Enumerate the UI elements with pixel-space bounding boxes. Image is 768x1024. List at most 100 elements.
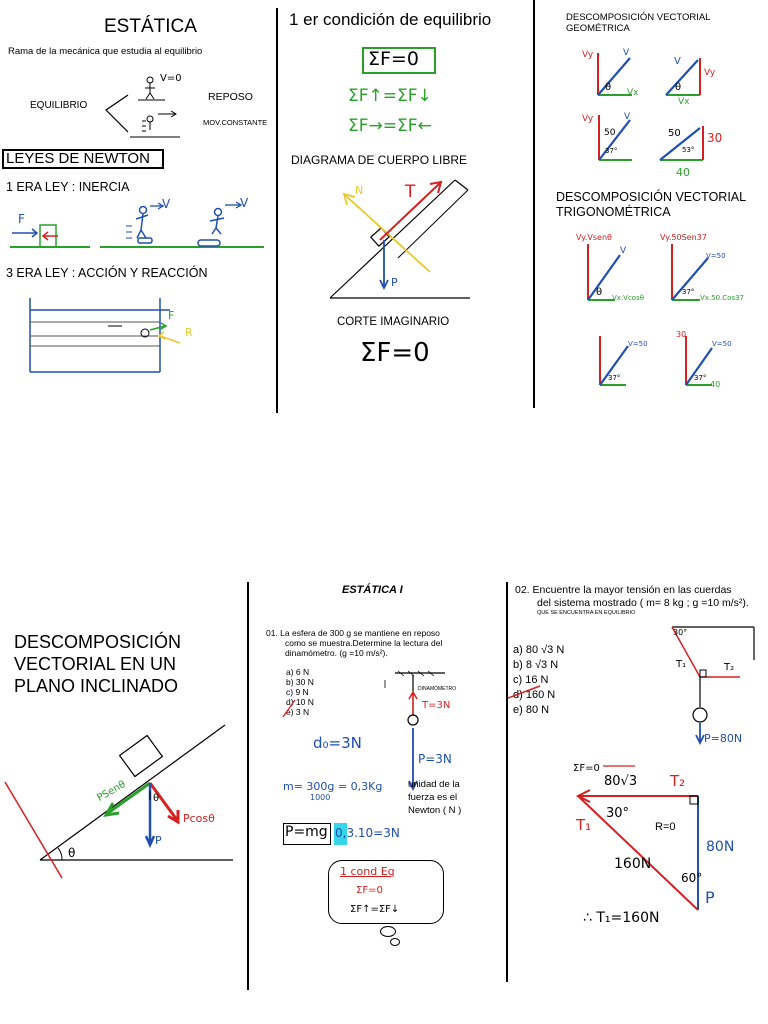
q1-opt-e: e) 3 N — [286, 707, 310, 717]
q2-l3: QUE SE ENCUENTRA EN EQUILIBRIO — [537, 610, 636, 616]
q1-m-eq: m= 300g = 0,3Kg — [283, 780, 383, 793]
ley-3: 3 ERA LEY : ACCIÓN Y REACCIÓN — [6, 266, 208, 280]
cond-eq: 1 cond Eq — [340, 865, 395, 878]
geo-vx-a: Vx — [627, 88, 639, 98]
inercia-v2: V — [240, 196, 249, 210]
dcl-p: P — [391, 276, 398, 289]
sheet-2: DESCOMPOSICIÓN VECTORIAL EN UN PLANO INC… — [0, 560, 768, 1024]
q2-diagram — [507, 626, 755, 911]
q1-dinam: DINAMÓMETRO — [418, 686, 457, 692]
label-v0: V=0 — [160, 73, 182, 84]
unidad-l3: Newton ( N ) — [408, 805, 462, 816]
q1-diagram — [282, 670, 445, 792]
desc-geo-diagram — [597, 53, 704, 161]
trig-vcos: Vx.Vcosθ — [612, 294, 645, 302]
corte-title: CORTE IMAGINARIO — [337, 316, 450, 328]
dcl-title: DIAGRAMA DE CUERPO LIBRE — [291, 153, 468, 167]
q2-t2-tri: T₂ — [670, 772, 686, 790]
q2-opt-c: c) 16 N — [513, 674, 549, 686]
trig-v50cos: Vx.50.Cos37 — [700, 294, 745, 302]
trig-v50: V=50 — [706, 252, 726, 260]
eq-sum-f-0-b: ΣF=0 — [360, 338, 430, 368]
label-equilibrio: EQUILIBRIO — [30, 100, 88, 111]
q2-answer: ∴ T₁=160N — [583, 910, 660, 926]
q2-deg60: 60° — [681, 871, 703, 885]
geo-vx-b: Vx — [678, 97, 690, 107]
pcalc-box — [334, 823, 347, 845]
leyes-title: LEYES DE NEWTON — [6, 150, 150, 167]
bubble-dot-2 — [390, 938, 400, 946]
trig-37-d: 37° — [694, 374, 707, 382]
q1-opt-b: b) 30 N — [286, 677, 314, 687]
q2-l2: del sistema mostrado ( m= 8 kg ; g =10 m… — [537, 597, 749, 609]
plano-p: P — [155, 834, 162, 847]
plano-theta: θ — [68, 846, 76, 860]
q1-l3: dinamómetro. (g =10 m/s²). — [285, 648, 388, 658]
trig-40-d: 40 — [710, 380, 721, 389]
q2-80n: 80N — [706, 839, 735, 855]
unidad-l1: unidad de la — [408, 779, 460, 790]
q1-l2: como se muestra.Determine la lectura del — [285, 638, 443, 648]
plano-diagram — [4, 724, 233, 879]
eq-sum-f-0: ΣF=0 — [368, 48, 419, 70]
q1-p3n: P=3N — [418, 752, 452, 766]
dcl-n: N — [355, 184, 364, 197]
ar-f: F — [168, 309, 175, 322]
bubble-dot-1 — [380, 926, 396, 937]
geo-50-c: 50 — [604, 128, 616, 138]
thought-bubble — [328, 860, 444, 924]
trig-v: V — [620, 246, 627, 256]
trig-v50-c: V=50 — [628, 340, 648, 348]
est-title: ESTÁTICA I — [342, 584, 403, 596]
bubble-sf0: ΣF=0 — [356, 885, 383, 896]
trig-v50-d: V=50 — [712, 340, 732, 348]
q2-p80: P=80N — [704, 732, 743, 745]
q2-l1: 02. Encuentre la mayor tensión en las cu… — [515, 584, 732, 596]
unidad-l2: fuerza es el — [408, 792, 458, 803]
dcl-diagram — [329, 179, 470, 299]
q2-opt-a: a) 80 √3 N — [513, 644, 565, 656]
desc-trig-diagram — [587, 244, 713, 386]
q2-160n: 160N — [614, 856, 652, 872]
divider-2 — [533, 0, 535, 408]
q2-p-tri: P — [705, 888, 715, 907]
inercia-diagram — [10, 201, 264, 248]
q1-opt-d: d) 10 N — [286, 697, 314, 707]
desc-geo-l2: GEOMÉTRICA — [566, 23, 630, 34]
trig-v50sen: Vy.50Sen37 — [660, 233, 707, 242]
q1-t3n: T=3N — [422, 700, 451, 711]
q2-opt-e: e) 80 N — [513, 704, 550, 716]
label-reposo: REPOSO — [208, 91, 253, 103]
desc-trig-l2: TRIGONOMÉTRICA — [556, 205, 671, 219]
geo-theta-b: θ — [675, 82, 682, 93]
geo-vy-b: Vy — [704, 68, 716, 78]
label-mov-constante: MOV.CONSTANTE — [203, 118, 268, 127]
bubble-sf-ud: ΣF↑=ΣF↓ — [350, 904, 400, 915]
geo-30-d: 30 — [707, 131, 723, 145]
cond-box — [362, 47, 436, 74]
geo-50-d: 50 — [668, 128, 681, 139]
cond-title: 1 er condición de equilibrio — [289, 10, 492, 29]
p-mg: P=mg — [285, 824, 328, 840]
q1-opt-c: c) 9 N — [286, 687, 309, 697]
inercia-v1: V — [162, 197, 171, 211]
subtitle: Rama de la mecánica que estudia al equil… — [8, 46, 203, 57]
geo-v-a: V — [623, 48, 630, 58]
ar-r: R — [185, 326, 193, 339]
inercia-f: F — [18, 212, 25, 226]
geo-theta-a: θ — [605, 82, 612, 93]
q2-80sqrt3: 80√3 — [604, 774, 638, 789]
geo-53-d: 53° — [682, 146, 695, 154]
q2-t1: T₁ — [676, 659, 687, 670]
plano-l2: VECTORIAL EN UN — [14, 654, 177, 674]
plano-l3: PLANO INCLINADO — [14, 676, 179, 696]
q2-opt-b: b) 8 √3 N — [513, 659, 559, 671]
eq-left-right: ΣF→=ΣF← — [348, 116, 432, 136]
ley-1: 1 ERA LEY : INERCIA — [6, 180, 130, 194]
plano-l1: DESCOMPOSICIÓN — [14, 632, 182, 652]
p-calc: 0,3.10=3N — [335, 826, 400, 840]
divider-4 — [506, 582, 508, 982]
geo-vy-c: Vy — [582, 114, 594, 124]
sheet-1: ESTÁTICA Rama de la mecánica que estudia… — [0, 0, 768, 420]
q1-d3n: d₀=3N — [313, 734, 362, 752]
